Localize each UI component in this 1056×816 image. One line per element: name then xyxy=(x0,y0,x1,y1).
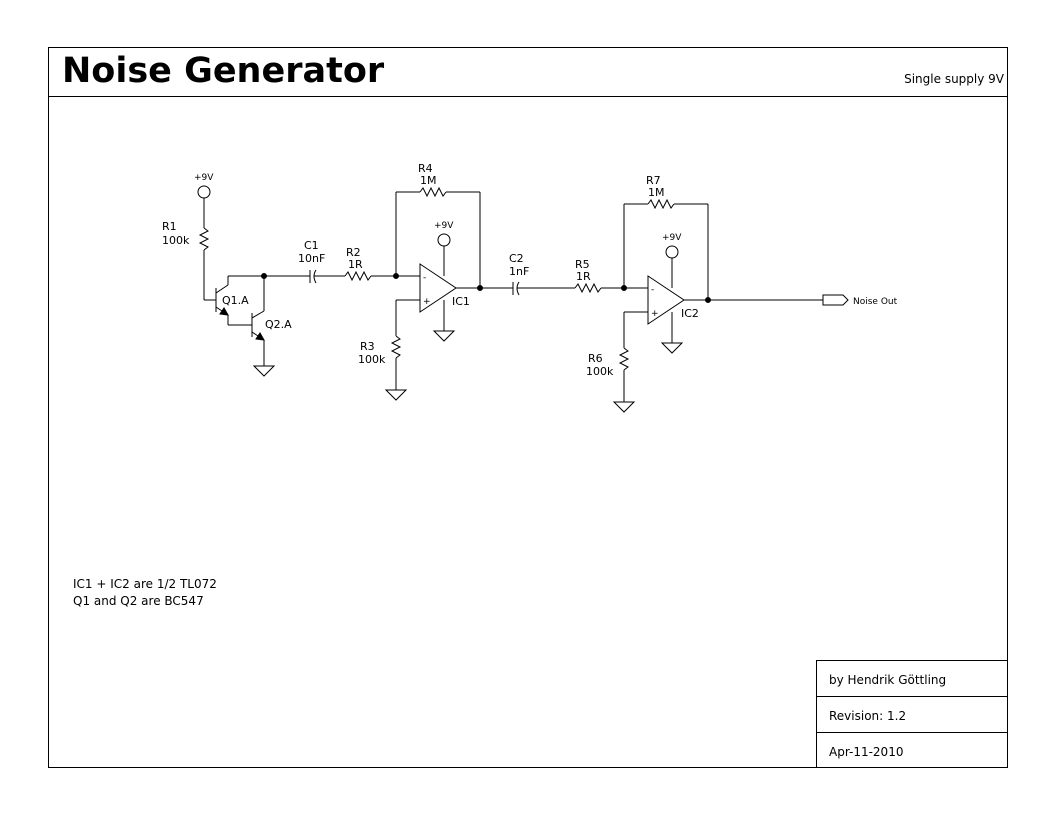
supply-r1: +9V xyxy=(194,173,214,228)
page-title: Noise Generator xyxy=(62,51,385,91)
transistor-q2-icon: Q2.A xyxy=(228,276,292,377)
q2-ref: Q2.A xyxy=(265,318,292,331)
resistor-r1: R1 100k xyxy=(162,220,210,300)
r1-value: 100k xyxy=(162,234,190,247)
ic1-plus: + xyxy=(423,297,431,307)
output-label: Noise Out xyxy=(853,297,898,307)
header-divider xyxy=(48,96,1008,97)
supply-label-2: +9V xyxy=(434,221,454,231)
q1-ref: Q1.A xyxy=(222,294,249,307)
r3-value: 100k xyxy=(358,353,386,366)
r2-ref: R2 xyxy=(346,246,361,259)
resistor-r2: R2 1R xyxy=(344,246,396,282)
ground-icon xyxy=(660,342,684,354)
c2-value: 1nF xyxy=(509,265,529,278)
output-port: Noise Out xyxy=(708,294,898,307)
ground-icon xyxy=(384,389,408,401)
transistor-q1-icon: Q1.A xyxy=(204,275,264,325)
output-port-icon xyxy=(822,294,849,306)
capacitor-c2: C2 1nF xyxy=(480,252,575,296)
note-line: Q1 and Q2 are BC547 xyxy=(73,594,204,608)
ic2-minus: - xyxy=(651,285,654,295)
ic1-minus: - xyxy=(423,273,426,283)
revision: Revision: 1.2 xyxy=(817,697,1008,733)
resistor-r3: R3 100k xyxy=(358,299,420,401)
note-line: IC1 + IC2 are 1/2 TL072 xyxy=(73,577,217,591)
r7-ref: R7 xyxy=(646,174,661,187)
opamp-ic1-icon: - + IC1 +9V xyxy=(396,221,480,342)
r6-ref: R6 xyxy=(588,352,603,365)
ground-icon xyxy=(252,365,276,377)
resistor-r4: R4 1M xyxy=(395,162,481,288)
resistor-r5: R5 1R xyxy=(574,258,624,294)
supply-terminal-icon xyxy=(665,245,679,259)
ground-icon xyxy=(612,401,636,413)
r2-value: 1R xyxy=(348,258,363,271)
date: Apr-11-2010 xyxy=(829,745,904,759)
supply-label-1: +9V xyxy=(194,173,214,183)
resistor-r7: R7 1M xyxy=(623,174,709,300)
author: by Hendrik Göttling xyxy=(817,661,1008,697)
r4-ref: R4 xyxy=(418,162,433,175)
capacitor-c1: C1 10nF xyxy=(264,239,345,284)
page-subtitle: Single supply 9V xyxy=(904,72,1004,86)
c1-ref: C1 xyxy=(304,239,319,252)
r7-value: 1M xyxy=(648,186,665,199)
ic2-ref: IC2 xyxy=(681,307,699,320)
r5-value: 1R xyxy=(576,270,591,283)
title-block: by Hendrik Göttling Revision: 1.2 Apr-11… xyxy=(816,660,1008,768)
r5-ref: R5 xyxy=(575,258,590,271)
supply-terminal-icon xyxy=(437,233,451,247)
notes: IC1 + IC2 are 1/2 TL072 Q1 and Q2 are BC… xyxy=(73,576,217,610)
r3-ref: R3 xyxy=(360,340,375,353)
ground-icon xyxy=(432,330,456,342)
opamp-ic2-icon: - + IC2 +9V xyxy=(624,233,708,354)
r4-value: 1M xyxy=(420,174,437,187)
sheet-frame xyxy=(48,47,1008,768)
r1-ref: R1 xyxy=(162,220,177,233)
ic2-plus: + xyxy=(651,309,659,319)
ic1-ref: IC1 xyxy=(452,295,470,308)
resistor-r6: R6 100k xyxy=(586,311,648,413)
c2-ref: C2 xyxy=(509,252,524,265)
supply-terminal-icon xyxy=(197,185,211,199)
r6-value: 100k xyxy=(586,365,614,378)
c1-value: 10nF xyxy=(298,252,325,265)
supply-label-3: +9V xyxy=(662,233,682,243)
